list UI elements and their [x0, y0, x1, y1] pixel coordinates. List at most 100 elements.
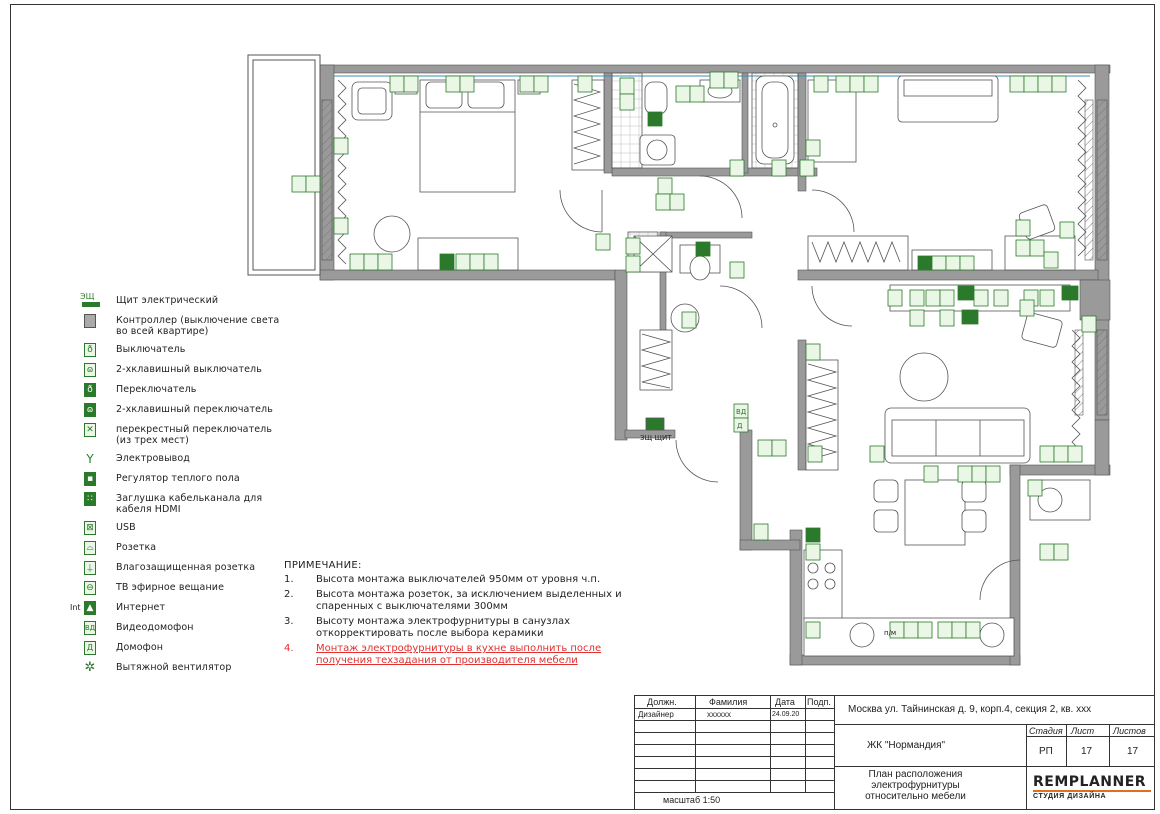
legend-label: Интернет	[116, 602, 166, 613]
legend-label: Регулятор теплого пола	[116, 473, 240, 484]
walls	[319, 64, 1111, 666]
cross-switch-icon	[84, 423, 96, 437]
note-number: 1.	[284, 574, 294, 585]
note-text: Монтаж электрофурнитуры в кухне выполнит…	[316, 643, 602, 666]
vd-label: ВД	[736, 408, 747, 416]
note-text: Высота монтажа розеток, за исключением в…	[316, 589, 622, 612]
legend-item-hdmi: ∷ Заглушка кабельканала для кабеля HDMI	[80, 490, 280, 519]
usb-icon	[84, 521, 96, 535]
sheets-value: 17	[1127, 746, 1139, 757]
legend-label: ТВ эфирное вещание	[116, 582, 225, 593]
logo-sub-text: СТУДИЯ ДИЗАЙНА	[1033, 790, 1151, 800]
legend-label: Домофон	[116, 642, 164, 653]
legend-item-wire: Y Электровывод	[80, 450, 280, 470]
header-sign: Подп.	[807, 697, 831, 707]
address: Москва ул. Тайнинская д. 9, корп.4, секц…	[848, 704, 1092, 715]
hdmi-plug-icon	[84, 492, 96, 506]
row-date: 24.09.20	[772, 711, 800, 718]
toggle-switch-icon	[84, 383, 96, 397]
legend-label: Электровывод	[116, 453, 190, 464]
legend-label: 2-хклавишный выключатель	[116, 364, 262, 375]
legend-label: 2-хклавишный переключатель	[116, 404, 273, 415]
wire-outlet-icon: Y	[86, 452, 94, 466]
exhaust-fan-icon: ✲	[84, 660, 96, 675]
switch-icon	[84, 343, 96, 357]
legend-item-usb: ⊠ USB	[80, 519, 280, 539]
double-switch-icon	[84, 363, 96, 377]
legend-item-floor-heat: ▪ Регулятор теплого пола	[80, 470, 280, 490]
intercom-icon	[84, 641, 96, 655]
notes: ПРИМЕЧАНИЕ: 1. Высота монтажа выключател…	[284, 560, 644, 670]
scale: масштаб 1:50	[663, 795, 721, 805]
internet-icon	[84, 601, 96, 615]
panel-icon	[82, 302, 100, 307]
legend-label: Контроллер (выключение света во всей ква…	[116, 315, 280, 337]
legend-label: Щит электрический	[116, 295, 219, 306]
note-number: 3.	[284, 616, 294, 627]
legend-item-tv: ⊖ ТВ эфирное вещание	[80, 579, 280, 599]
row-surname: xxxxxx	[707, 710, 731, 719]
corridor-wardrobe	[639, 329, 673, 431]
legend: ЭЩ Щит электрический Контроллер (выключе…	[70, 292, 280, 679]
legend-item-intercom: Д Домофон	[80, 639, 280, 659]
pm-label: п/м	[884, 629, 896, 637]
header-post: Должн.	[647, 697, 677, 707]
legend-label: Влагозащищенная розетка	[116, 562, 256, 573]
legend-item-toggle: ð Переключатель	[80, 381, 280, 401]
legend-label: Переключатель	[116, 384, 197, 395]
balcony	[247, 54, 321, 276]
tv-antenna-icon	[84, 581, 96, 595]
drawing-frame	[10, 4, 1155, 810]
legend-item-cross: ✕ перекрестный переключатель (из трех ме…	[80, 421, 280, 450]
videophone-code: ВД	[84, 624, 96, 632]
panel-code: ЭЩ	[80, 292, 95, 301]
header-sheet: Лист	[1071, 726, 1095, 736]
legend-item-socket-wet: ⍊ Влагозащищенная розетка	[80, 559, 280, 579]
legend-item-switch2: ɷ 2-хклавишный выключатель	[80, 361, 280, 381]
note-number: 2.	[284, 589, 294, 600]
legend-label: Видеодомофон	[116, 622, 194, 633]
legend-label: Заглушка кабельканала для кабеля HDMI	[116, 493, 263, 515]
windows	[321, 99, 1108, 416]
header-stage: Стадия	[1029, 726, 1063, 736]
header-date: Дата	[775, 697, 795, 707]
header-sheets: Листов	[1113, 726, 1146, 736]
waterproof-socket-icon	[84, 561, 96, 575]
panel-label: ЗЩ ЩИТ	[640, 434, 672, 442]
d-label: Д	[737, 422, 743, 430]
double-toggle-icon	[84, 403, 96, 417]
row-post: Дизайнер	[638, 710, 674, 719]
bedroom-furniture	[351, 79, 605, 271]
title-block: Должн. Фамилия Дата Подп. Дизайнер xxxxx…	[634, 695, 1155, 810]
legend-item-switch: ð Выключатель	[80, 341, 280, 361]
legend-item-toggle2: ɷ 2-хклавишный переключатель	[80, 401, 280, 421]
header-surname: Фамилия	[709, 697, 748, 707]
note-3: 3. Высоту монтажа электрофурнитуры в сан…	[284, 616, 644, 640]
sheet-value: 17	[1081, 746, 1093, 757]
drawing-title: План расположения электрофурнитуры относ…	[865, 769, 966, 802]
notes-title: ПРИМЕЧАНИЕ:	[284, 560, 362, 571]
doors	[559, 175, 1021, 601]
note-1: 1. Высота монтажа выключателей 950мм от …	[284, 574, 644, 586]
note-text: Высоту монтажа электрофурнитуры в санузл…	[316, 616, 571, 639]
company-logo: REMPLANNER СТУДИЯ ДИЗАЙНА	[1033, 774, 1151, 800]
internet-code: Int	[70, 603, 81, 612]
floor-heating-icon	[84, 472, 96, 486]
controller-icon	[84, 314, 96, 328]
electrical-symbols	[291, 71, 1097, 639]
logo-main-text: REMPLANNER	[1033, 774, 1147, 790]
legend-label: Вытяжной вентилятор	[116, 662, 232, 673]
legend-item-socket: ⌓ Розетка	[80, 539, 280, 559]
legend-item-internet: Int ▲ Интернет	[70, 599, 280, 619]
intercom-code: Д	[86, 643, 94, 652]
plan-text: ЗЩ ЩИТ ВД Д п/м	[640, 408, 896, 637]
living-furniture	[805, 284, 1071, 471]
socket-icon	[84, 541, 96, 555]
wardrobe-hangers	[572, 83, 602, 165]
legend-item-videophone: ВД Видеодомофон	[80, 619, 280, 639]
legend-item-panel: ЭЩ Щит электрический	[80, 292, 280, 312]
videophone-icon	[84, 621, 96, 635]
note-2: 2. Высота монтажа розеток, за исключение…	[284, 589, 644, 613]
legend-label: Выключатель	[116, 344, 186, 355]
